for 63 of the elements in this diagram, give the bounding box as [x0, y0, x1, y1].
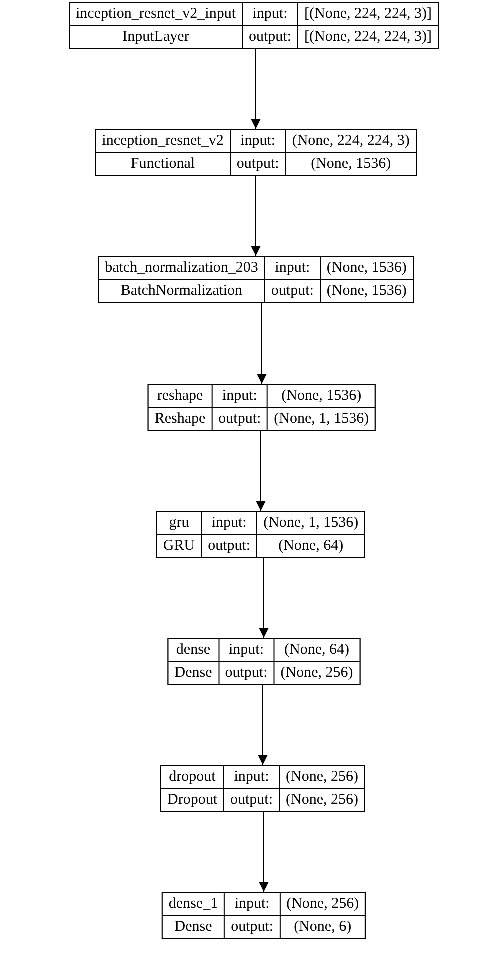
- layer-table: [69, 2, 439, 49]
- layer-name: inception_resnet_v2: [96, 130, 230, 152]
- port-label: output:: [202, 535, 257, 557]
- layer-type: Functional: [96, 153, 230, 175]
- shape-value: [(None, 224, 224, 3)]: [298, 26, 438, 48]
- layer-type: InputLayer: [70, 26, 242, 48]
- shape-value: [(None, 224, 224, 3)]: [298, 3, 438, 25]
- layer-table: [148, 384, 376, 431]
- layer-name: batch_normalization_203: [99, 257, 264, 279]
- layer-name: dense: [168, 639, 218, 661]
- layer-name: dropout: [162, 766, 224, 788]
- shape-value: (None, 256): [280, 893, 366, 915]
- shape-value: (None, 1536): [320, 280, 413, 302]
- arrow: [259, 812, 269, 892]
- arrow: [251, 176, 261, 256]
- port-label: input:: [202, 512, 257, 534]
- layer-type: Reshape: [148, 408, 212, 430]
- shape-value: (None, 1, 1536): [268, 408, 376, 430]
- port-label: output:: [230, 153, 286, 175]
- layer-table: [156, 511, 366, 558]
- layer-type: BatchNormalization: [99, 280, 264, 302]
- port-label: input:: [224, 766, 280, 788]
- layer-name: dense_1: [162, 893, 224, 915]
- layer-table: [162, 892, 366, 939]
- layer-name: reshape: [148, 385, 212, 407]
- layer-type: Dense: [162, 916, 224, 938]
- port-label: output:: [225, 916, 280, 938]
- layer-name: inception_resnet_v2_input: [70, 3, 242, 25]
- layer-table: [95, 129, 417, 176]
- port-label: input:: [230, 130, 286, 152]
- arrow: [256, 430, 266, 512]
- port-label: output:: [212, 408, 268, 430]
- port-label: output:: [219, 662, 274, 684]
- arrow: [259, 558, 269, 638]
- shape-value: (None, 1536): [320, 257, 413, 279]
- shape-value: (None, 256): [274, 662, 360, 684]
- arrow: [257, 302, 267, 384]
- arrow: [258, 684, 268, 766]
- shape-value: (None, 1, 1536): [258, 512, 365, 534]
- layer-table: [160, 765, 366, 812]
- shape-value: (None, 224, 224, 3): [286, 130, 416, 152]
- port-label: input:: [219, 639, 274, 661]
- shape-value: (None, 256): [280, 789, 364, 811]
- shape-value: (None, 1536): [268, 385, 376, 407]
- port-label: input:: [242, 3, 298, 25]
- layer-table: [98, 256, 414, 303]
- port-label: input:: [265, 257, 320, 279]
- arrow: [251, 48, 261, 130]
- port-label: input:: [212, 385, 268, 407]
- shape-value: (None, 6): [280, 916, 366, 938]
- layer-type: GRU: [157, 535, 202, 557]
- shape-value: (None, 256): [280, 766, 364, 788]
- layer-table: [168, 638, 360, 685]
- layer-type: Dropout: [162, 789, 224, 811]
- port-label: input:: [225, 893, 280, 915]
- shape-value: (None, 64): [258, 535, 365, 557]
- layer-type: Dense: [168, 662, 218, 684]
- port-label: output:: [224, 789, 280, 811]
- layer-name: gru: [157, 512, 202, 534]
- port-label: output:: [242, 26, 298, 48]
- shape-value: (None, 1536): [286, 153, 416, 175]
- shape-value: (None, 64): [274, 639, 360, 661]
- port-label: output:: [265, 280, 320, 302]
